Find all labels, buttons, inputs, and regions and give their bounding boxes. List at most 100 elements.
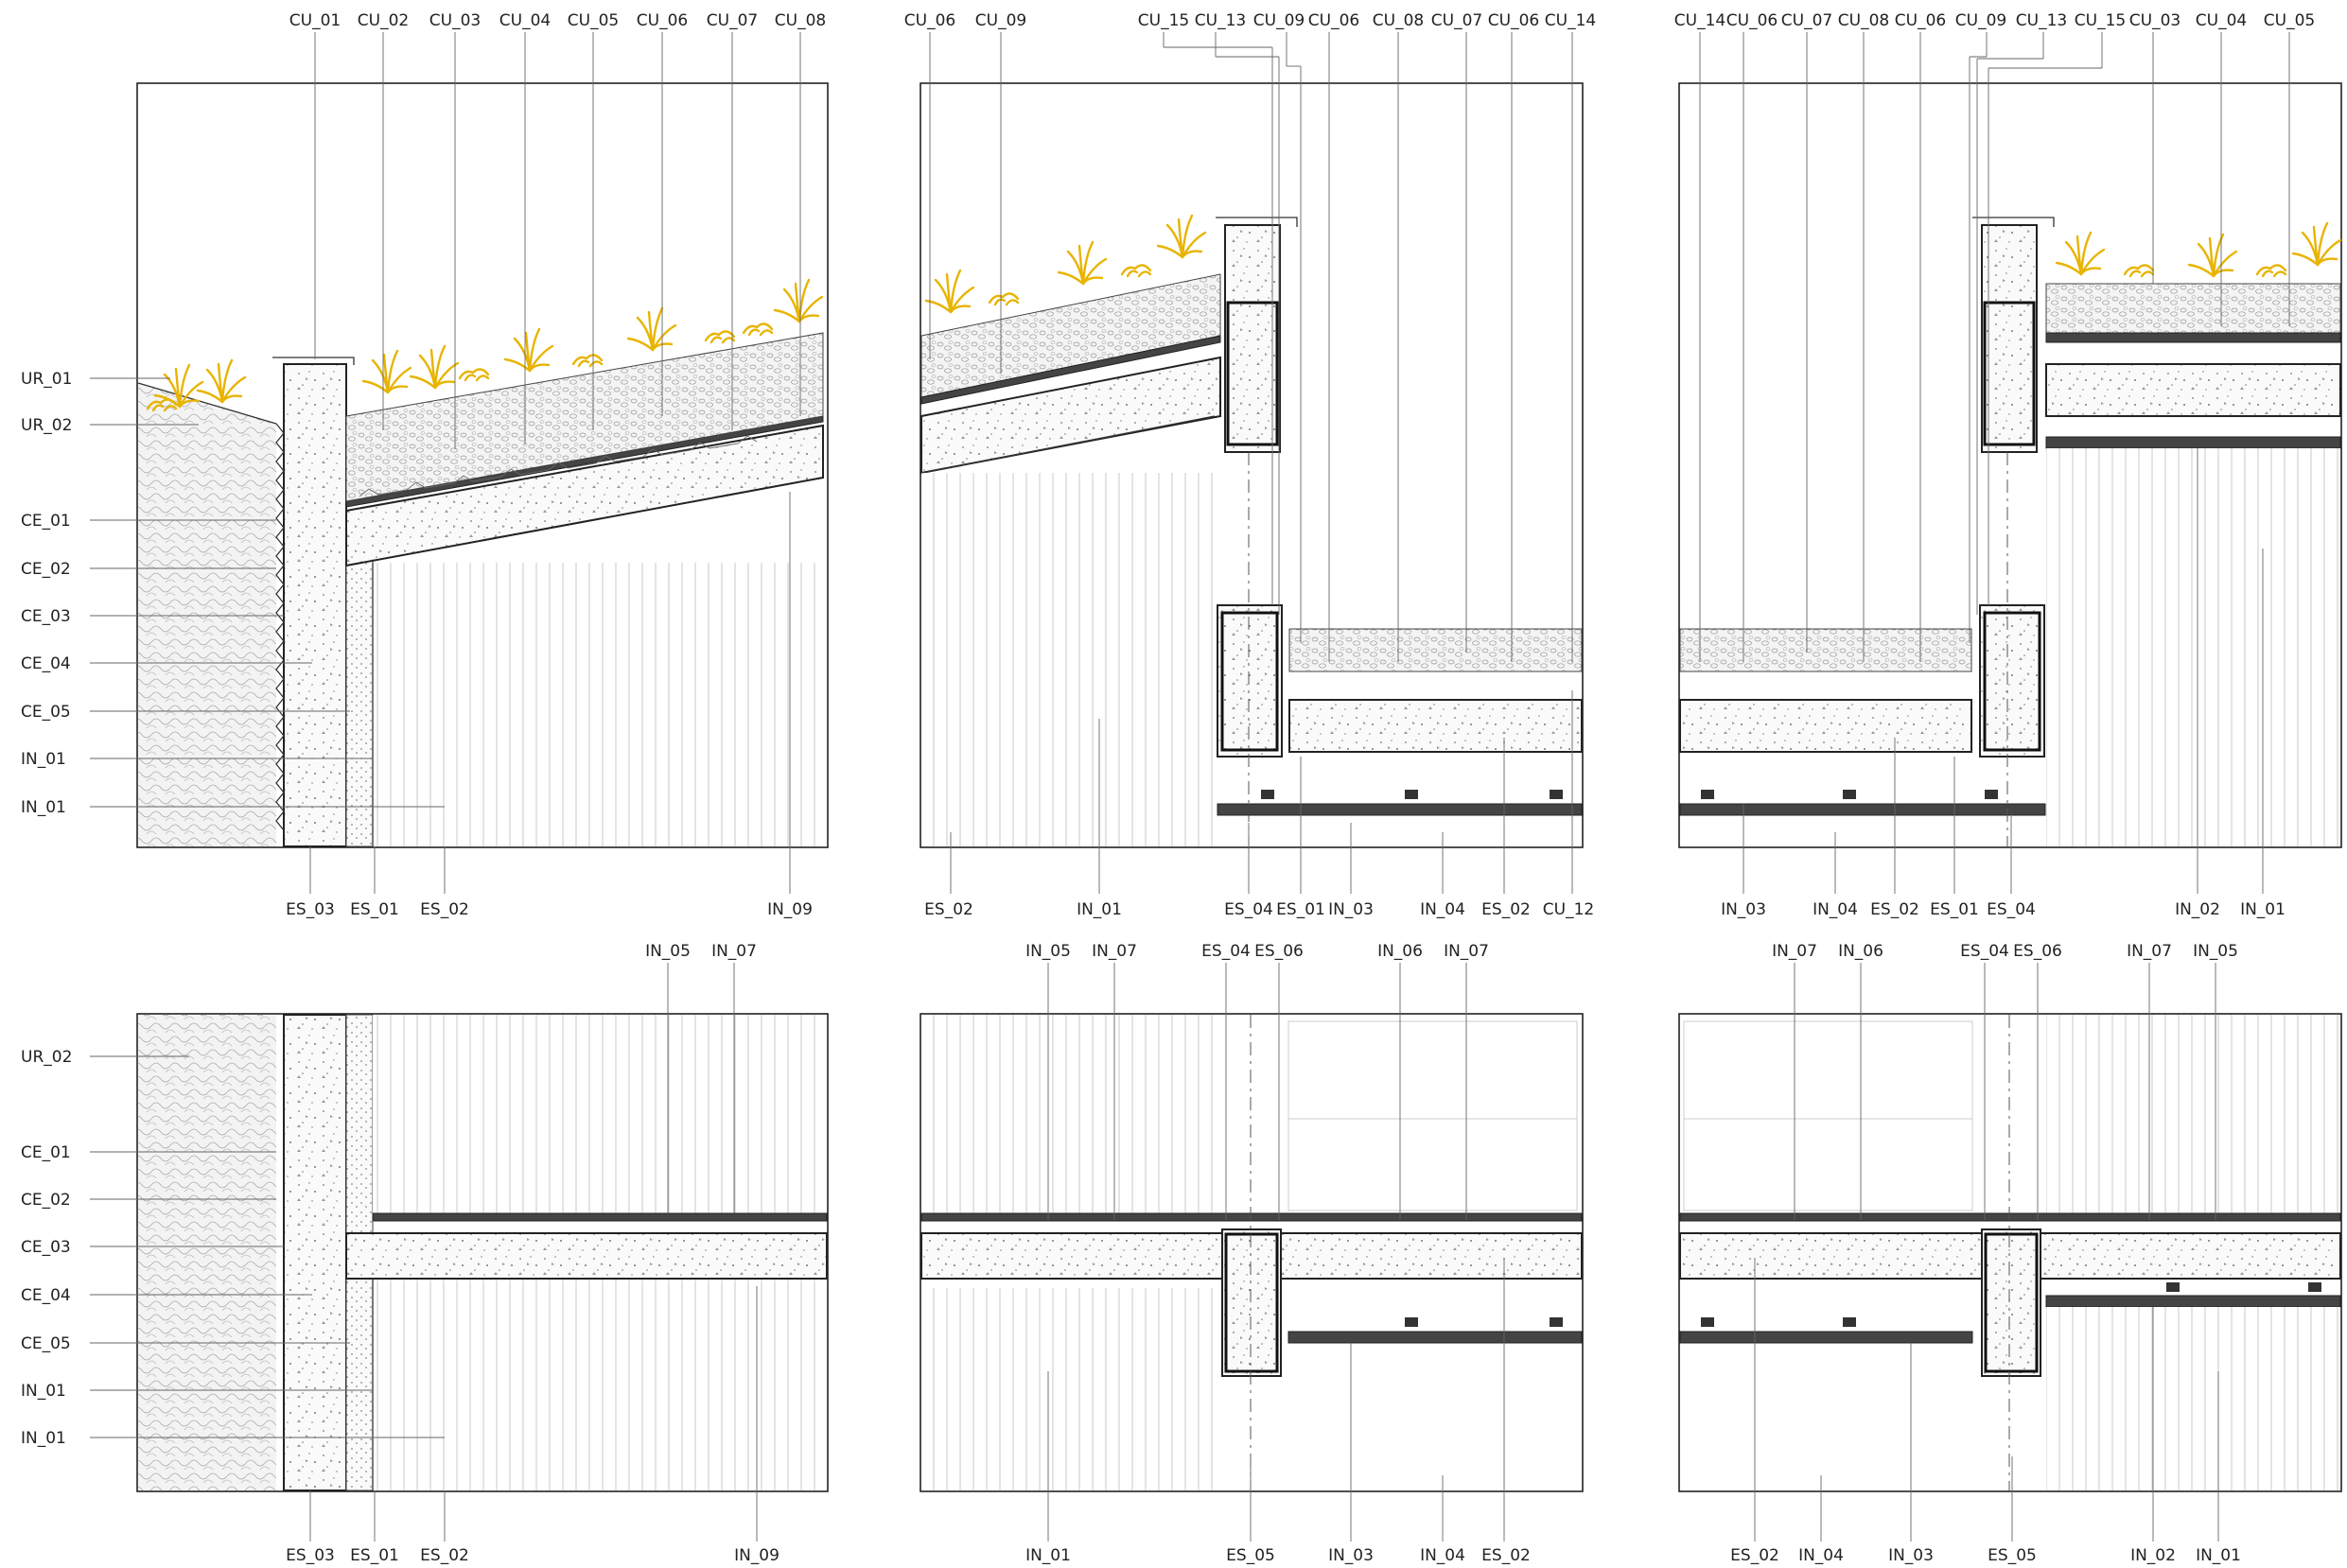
panel-6-ceiling-finish-right — [2045, 1295, 2341, 1308]
label-cu-09-b: CU_09 — [1253, 11, 1305, 30]
panel-4-soil — [138, 1015, 276, 1490]
label-cu-06-b: CU_06 — [1895, 11, 1946, 30]
label-es-05: ES_05 — [1988, 1546, 2037, 1565]
panel-1-concrete-wall — [283, 363, 347, 847]
label-ce-01: CE_01 — [21, 512, 71, 531]
panel-1-wall-insulation — [345, 557, 374, 847]
label-cu-05: CU_05 — [568, 11, 619, 30]
label-ce-05: CE_05 — [21, 1334, 71, 1353]
panel-4-floor-slab — [345, 1232, 828, 1280]
label-cu-15: CU_15 — [2075, 11, 2126, 30]
label-ce-01: CE_01 — [21, 1143, 71, 1162]
label-cu-06: CU_06 — [904, 11, 955, 30]
label-in-01-b: IN_01 — [21, 1429, 66, 1448]
label-in-04: IN_04 — [1420, 900, 1465, 919]
label-in-04: IN_04 — [1420, 1546, 1465, 1565]
label-es-04: ES_04 — [1987, 900, 2036, 919]
label-cu-06-b: CU_06 — [1308, 11, 1359, 30]
label-cu-02: CU_02 — [358, 11, 409, 30]
label-in-06: IN_06 — [1377, 942, 1423, 961]
panel-1-left-labels: UR_01 UR_02 CE_01 CE_02 CE_03 CE_04 CE_0… — [21, 370, 72, 817]
label-es-04: ES_04 — [1960, 942, 2009, 961]
label-in-01: IN_01 — [2240, 900, 2286, 919]
panel-2-lower-slab — [1288, 699, 1583, 753]
panel-2-bottom-labels: ES_02 IN_01 ES_04 ES_01 IN_03 IN_04 ES_0… — [924, 900, 1594, 919]
label-es-02: ES_02 — [1870, 900, 1919, 919]
label-ce-02: CE_02 — [21, 560, 71, 579]
panel-5-bottom-labels: IN_01 ES_05 IN_03 IN_04 ES_02 — [1025, 1546, 1531, 1565]
panel-6-beam — [1981, 1228, 2041, 1377]
label-cu-07: CU_07 — [1431, 11, 1482, 30]
label-es-02: ES_02 — [420, 900, 469, 919]
panel-1-roof-slab — [345, 424, 824, 567]
panel-6-floor-step-section: IN_07 IN_06 ES_04 ES_06 IN_07 IN_05 ES_0… — [1678, 942, 2342, 1565]
label-es-06: ES_06 — [2013, 942, 2062, 961]
label-in-05: IN_05 — [1025, 942, 1071, 961]
label-in-01: IN_01 — [2196, 1546, 2241, 1565]
label-ce-02: CE_02 — [21, 1191, 71, 1210]
label-in-09: IN_09 — [767, 900, 813, 919]
label-es-02: ES_02 — [1481, 1546, 1531, 1565]
panel-3-ceiling-finish — [1679, 803, 2046, 816]
panel-3-beam — [1979, 604, 2045, 758]
label-cu-04: CU_04 — [499, 11, 551, 30]
label-in-03: IN_03 — [1328, 900, 1374, 919]
label-cu-06: CU_06 — [1726, 11, 1778, 30]
panel-2-top-labels: CU_06 CU_09 CU_15 CU_13 CU_09 CU_06 CU_0… — [904, 11, 1596, 30]
label-in-07-b: IN_07 — [2127, 942, 2172, 961]
label-ur-02: UR_02 — [21, 1048, 72, 1067]
panel-5-ceiling-finish — [1287, 1331, 1583, 1344]
label-es-01: ES_01 — [350, 1546, 399, 1565]
label-es-02: ES_02 — [420, 1546, 469, 1565]
panel-4-concrete-wall — [283, 1014, 347, 1491]
label-in-06: IN_06 — [1838, 942, 1883, 961]
label-in-07-b: IN_07 — [1444, 942, 1489, 961]
label-cu-08: CU_08 — [775, 11, 826, 30]
panel-4-left-labels: UR_02 CE_01 CE_02 CE_03 CE_04 CE_05 IN_0… — [21, 1048, 72, 1448]
label-ur-02: UR_02 — [21, 416, 72, 435]
label-es-02: ES_02 — [1730, 1546, 1779, 1565]
panel-1-bottom-labels: ES_03 ES_01 ES_02 IN_09 — [286, 900, 813, 919]
label-cu-03: CU_03 — [2129, 11, 2181, 30]
label-in-01-b: IN_01 — [21, 798, 66, 817]
panel-5-floor-step-section: IN_05 IN_07 ES_04 ES_06 IN_06 IN_07 IN_0… — [920, 942, 1584, 1565]
label-ce-04: CE_04 — [21, 654, 71, 673]
panel-2-parapet-column — [1224, 224, 1281, 453]
label-cu-14: CU_14 — [1545, 11, 1596, 30]
panel-6-ceiling-finish-left — [1679, 1331, 1973, 1344]
label-es-01: ES_01 — [1930, 900, 1979, 919]
panel-3-upper-substrate — [2045, 283, 2341, 334]
label-es-03: ES_03 — [286, 900, 335, 919]
label-in-07: IN_07 — [711, 942, 757, 961]
label-cu-03: CU_03 — [429, 11, 481, 30]
panel-4-floor-wall-section: IN_05 IN_07 UR_02 CE_01 CE_02 CE_03 CE_0… — [21, 942, 829, 1565]
label-cu-13: CU_13 — [1195, 11, 1246, 30]
label-es-01: ES_01 — [350, 900, 399, 919]
panel-3-top-labels: CU_14 CU_06 CU_07 CU_08 CU_06 CU_09 CU_1… — [1674, 11, 2315, 30]
label-ur-01: UR_01 — [21, 370, 72, 389]
panel-3-lower-slab — [1679, 699, 1972, 753]
label-cu-06-c: CU_06 — [1488, 11, 1539, 30]
label-cu-08: CU_08 — [1838, 11, 1889, 30]
panel-3-bottom-labels: IN_03 IN_04 ES_02 ES_01 ES_04 IN_02 IN_0… — [1721, 900, 2286, 919]
label-cu-07: CU_07 — [1781, 11, 1832, 30]
label-ce-03: CE_03 — [21, 607, 71, 626]
label-in-05: IN_05 — [645, 942, 691, 961]
label-es-05: ES_05 — [1226, 1546, 1275, 1565]
label-es-02: ES_02 — [924, 900, 973, 919]
panel-3-lower-substrate — [1679, 628, 1972, 672]
label-ce-05: CE_05 — [21, 703, 71, 722]
label-cu-06: CU_06 — [637, 11, 688, 30]
label-es-03: ES_03 — [286, 1546, 335, 1565]
label-cu-13: CU_13 — [2016, 11, 2067, 30]
label-in-02: IN_02 — [2175, 900, 2220, 919]
panel-1-top-labels: CU_01 CU_02 CU_03 CU_04 CU_05 CU_06 CU_0… — [289, 11, 826, 30]
label-cu-07: CU_07 — [707, 11, 758, 30]
label-in-02: IN_02 — [2130, 1546, 2176, 1565]
panel-3-upper-slab — [2045, 363, 2341, 417]
label-in-01-a: IN_01 — [21, 1382, 66, 1401]
panel-2-roof-slab — [920, 356, 1221, 475]
panel-2-beam — [1217, 604, 1283, 758]
label-ce-04: CE_04 — [21, 1286, 71, 1305]
